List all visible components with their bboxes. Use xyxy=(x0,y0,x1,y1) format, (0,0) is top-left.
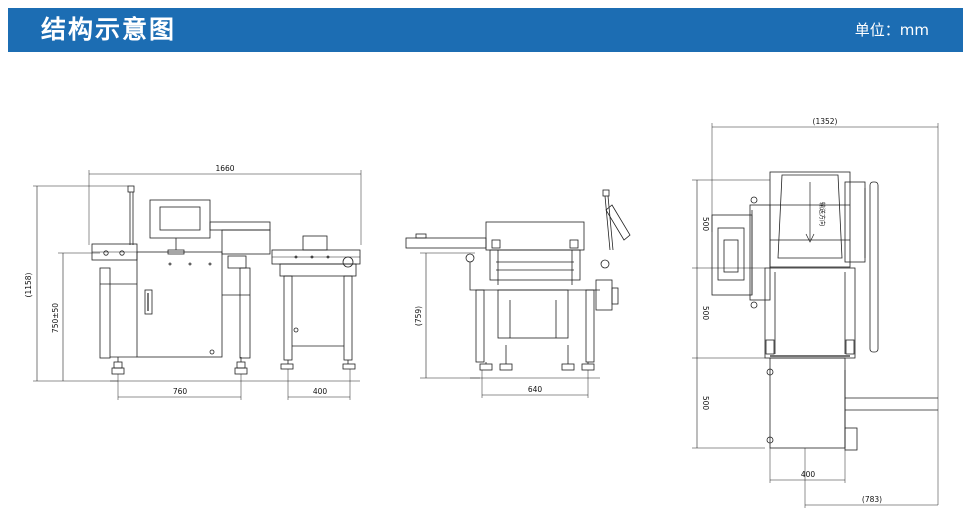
side-dim-height: (759) xyxy=(414,306,423,326)
side-dim-base: 640 xyxy=(528,385,543,394)
front-dim-top: 1660 xyxy=(215,164,234,173)
front-dim-base-right: 400 xyxy=(313,387,328,396)
front-dim-base-left: 760 xyxy=(173,387,188,396)
top-dim-seg2: 500 xyxy=(701,306,710,321)
top-dim-bottom: (783) xyxy=(862,495,882,504)
top-dim-top: (1352) xyxy=(813,117,838,126)
top-view: (1352) 500 500 500 输送方向 xyxy=(692,117,939,508)
side-view: (759) xyxy=(405,189,631,398)
front-dim-height: (1158) xyxy=(24,272,33,297)
unit-label: 单位：mm xyxy=(854,21,929,39)
front-dim-conveyor-height: 750±50 xyxy=(51,303,60,333)
top-dim-width: 400 xyxy=(801,470,816,479)
header-bar: 结构示意图 单位：mm xyxy=(8,8,963,52)
top-dim-seg3: 500 xyxy=(701,396,710,411)
top-dim-seg1: 500 xyxy=(701,217,710,232)
flow-direction-label: 输送方向 xyxy=(818,202,826,226)
page-title: 结构示意图 xyxy=(41,15,177,44)
front-view: 1660 (1158) 750±50 xyxy=(24,164,362,400)
